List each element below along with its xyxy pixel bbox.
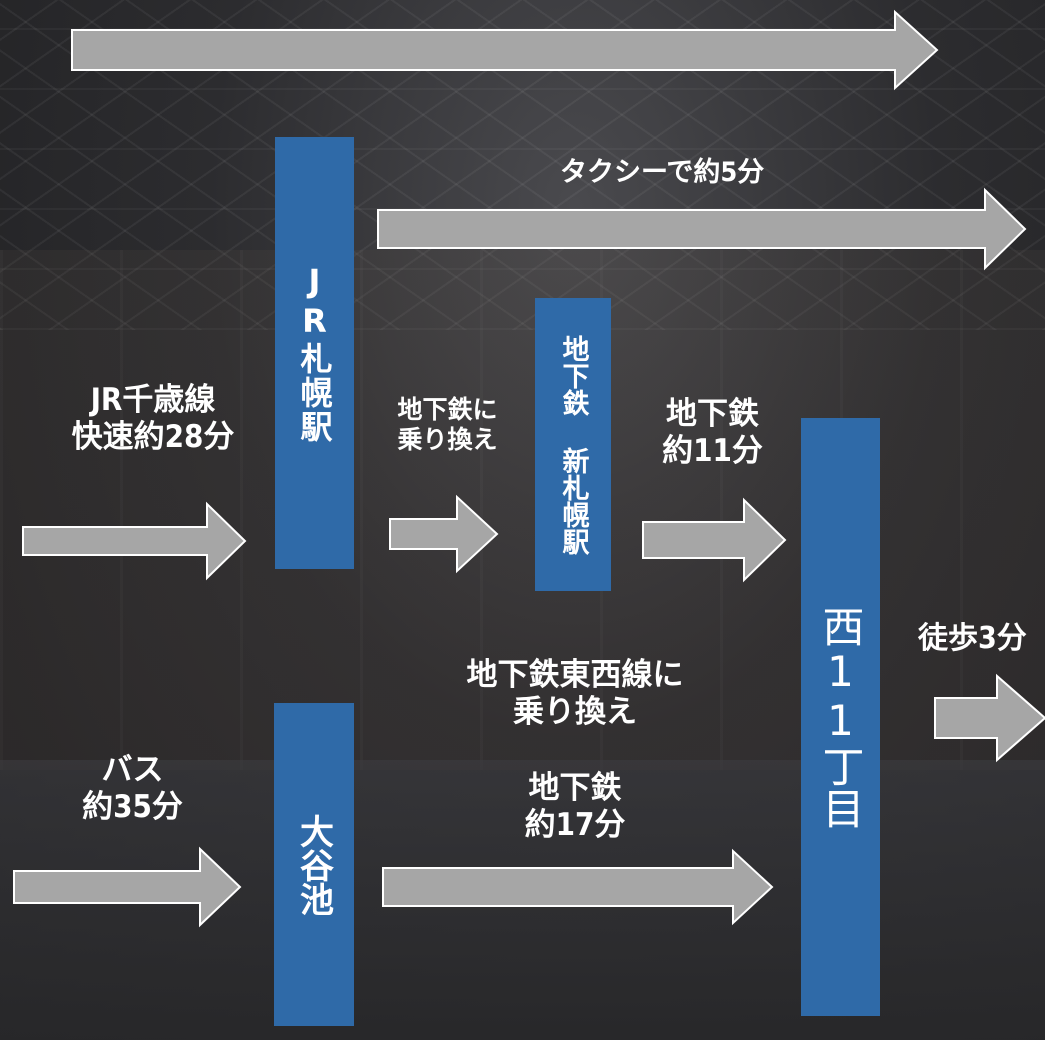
station-otani-ike: 大谷池 (274, 703, 354, 1026)
arrow-right-icon (389, 494, 499, 574)
taxi-label: タクシーで約5分 (560, 157, 765, 188)
arrow-right-icon (382, 848, 774, 926)
jr-line-label-1: JR千歳線 (90, 382, 216, 418)
jr-line-label: JR千歳線 快速約28分 (48, 382, 258, 455)
arrow-right-icon (934, 673, 1045, 763)
walk-label: 徒歩3分 (918, 621, 1027, 656)
arrow-right-icon (377, 187, 1027, 271)
arrow-right-icon (13, 846, 242, 928)
tozai-transfer-label-1: 地下鉄東西線に (466, 657, 684, 693)
station-nishi-11-chome: 西11丁目 (801, 418, 880, 1016)
tozai-transfer-label: 地下鉄東西線に 乗り換え (430, 657, 720, 730)
bus-label-2: 約35分 (82, 788, 183, 825)
transfer-label: 地下鉄に 乗り換え (380, 395, 515, 454)
arrow-right-icon (22, 501, 247, 581)
arrow-right-icon (71, 9, 939, 91)
bus-label: バス 約35分 (65, 752, 200, 825)
jr-line-label-2: 快速約28分 (71, 418, 235, 455)
subway-11-label-2: 約11分 (662, 432, 763, 469)
subway-17-label-1: 地下鉄 (528, 770, 622, 806)
transfer-label-1: 地下鉄に (397, 395, 498, 424)
tozai-transfer-label-2: 乗り換え (513, 693, 637, 730)
subway-17-label: 地下鉄 約17分 (500, 770, 650, 843)
bus-label-1: バス (101, 752, 164, 788)
station-jr-sapporo: JR札幌駅 (275, 137, 354, 569)
subway-11-label-1: 地下鉄 (666, 396, 759, 432)
transfer-label-2: 乗り換え (397, 424, 498, 454)
arrow-right-icon (642, 497, 787, 583)
station-shin-sapporo: 地下鉄 新札幌駅 (535, 298, 611, 591)
subway-17-label-2: 約17分 (524, 806, 626, 843)
subway-11-label: 地下鉄 約11分 (640, 396, 785, 469)
